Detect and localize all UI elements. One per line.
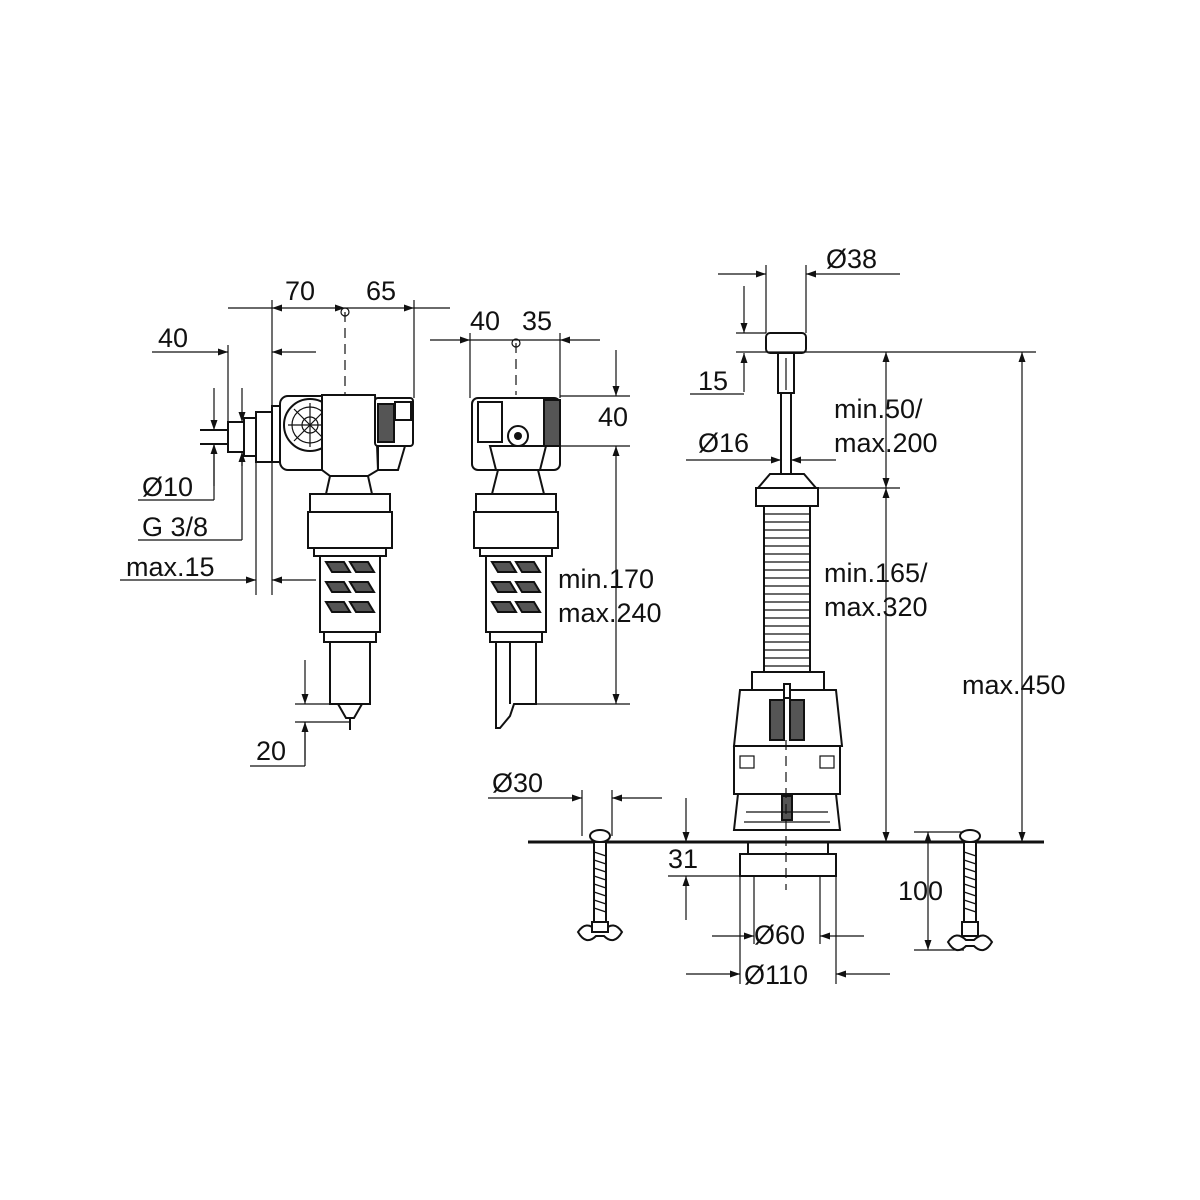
fill-valve-side	[471, 338, 561, 729]
dim-g-3-8: G 3/8	[142, 512, 208, 542]
dim-65: 65	[366, 276, 396, 306]
dim-100: 100	[898, 876, 943, 906]
dim-15: 15	[698, 366, 728, 396]
dim-side-40-right: 40	[598, 402, 628, 432]
fixing-bolt-right	[946, 829, 994, 952]
dim-max-15: max.15	[126, 552, 215, 582]
dim-diameter-60: Ø60	[754, 920, 805, 950]
fill-valve-front	[200, 307, 414, 730]
dim-min-165: min.165/	[824, 558, 928, 588]
dim-70: 70	[285, 276, 315, 306]
dim-20: 20	[256, 736, 286, 766]
flush-valve	[732, 332, 844, 890]
dim-diameter-110: Ø110	[744, 960, 808, 990]
dim-side-35: 35	[522, 306, 552, 336]
dim-side-40: 40	[470, 306, 500, 336]
dim-40: 40	[158, 323, 188, 353]
dim-31: 31	[668, 844, 698, 874]
dim-min-170: min.170	[558, 564, 654, 594]
fixing-bolt-left	[576, 829, 624, 942]
dim-max-240: max.240	[558, 598, 662, 628]
dim-diameter-38: Ø38	[826, 244, 877, 274]
dim-min-50: min.50/	[834, 394, 923, 424]
fill-valve-side-dimensions: 40 35 40 min.170 max.240	[430, 306, 662, 705]
dim-diameter-16: Ø16	[698, 428, 749, 458]
dim-max-200: max.200	[834, 428, 938, 458]
dim-max-450: max.450	[962, 670, 1066, 700]
flush-valve-dimensions: Ø38 15 Ø16 min.50/ max.200 min.165/ max.…	[488, 244, 1066, 990]
dim-max-320: max.320	[824, 592, 928, 622]
dim-diameter-30: Ø30	[492, 768, 543, 798]
fill-valve-front-dimensions: 70 65 40 Ø10 G 3/8 max.15 20	[120, 276, 450, 767]
dim-diameter-10: Ø10	[142, 472, 193, 502]
